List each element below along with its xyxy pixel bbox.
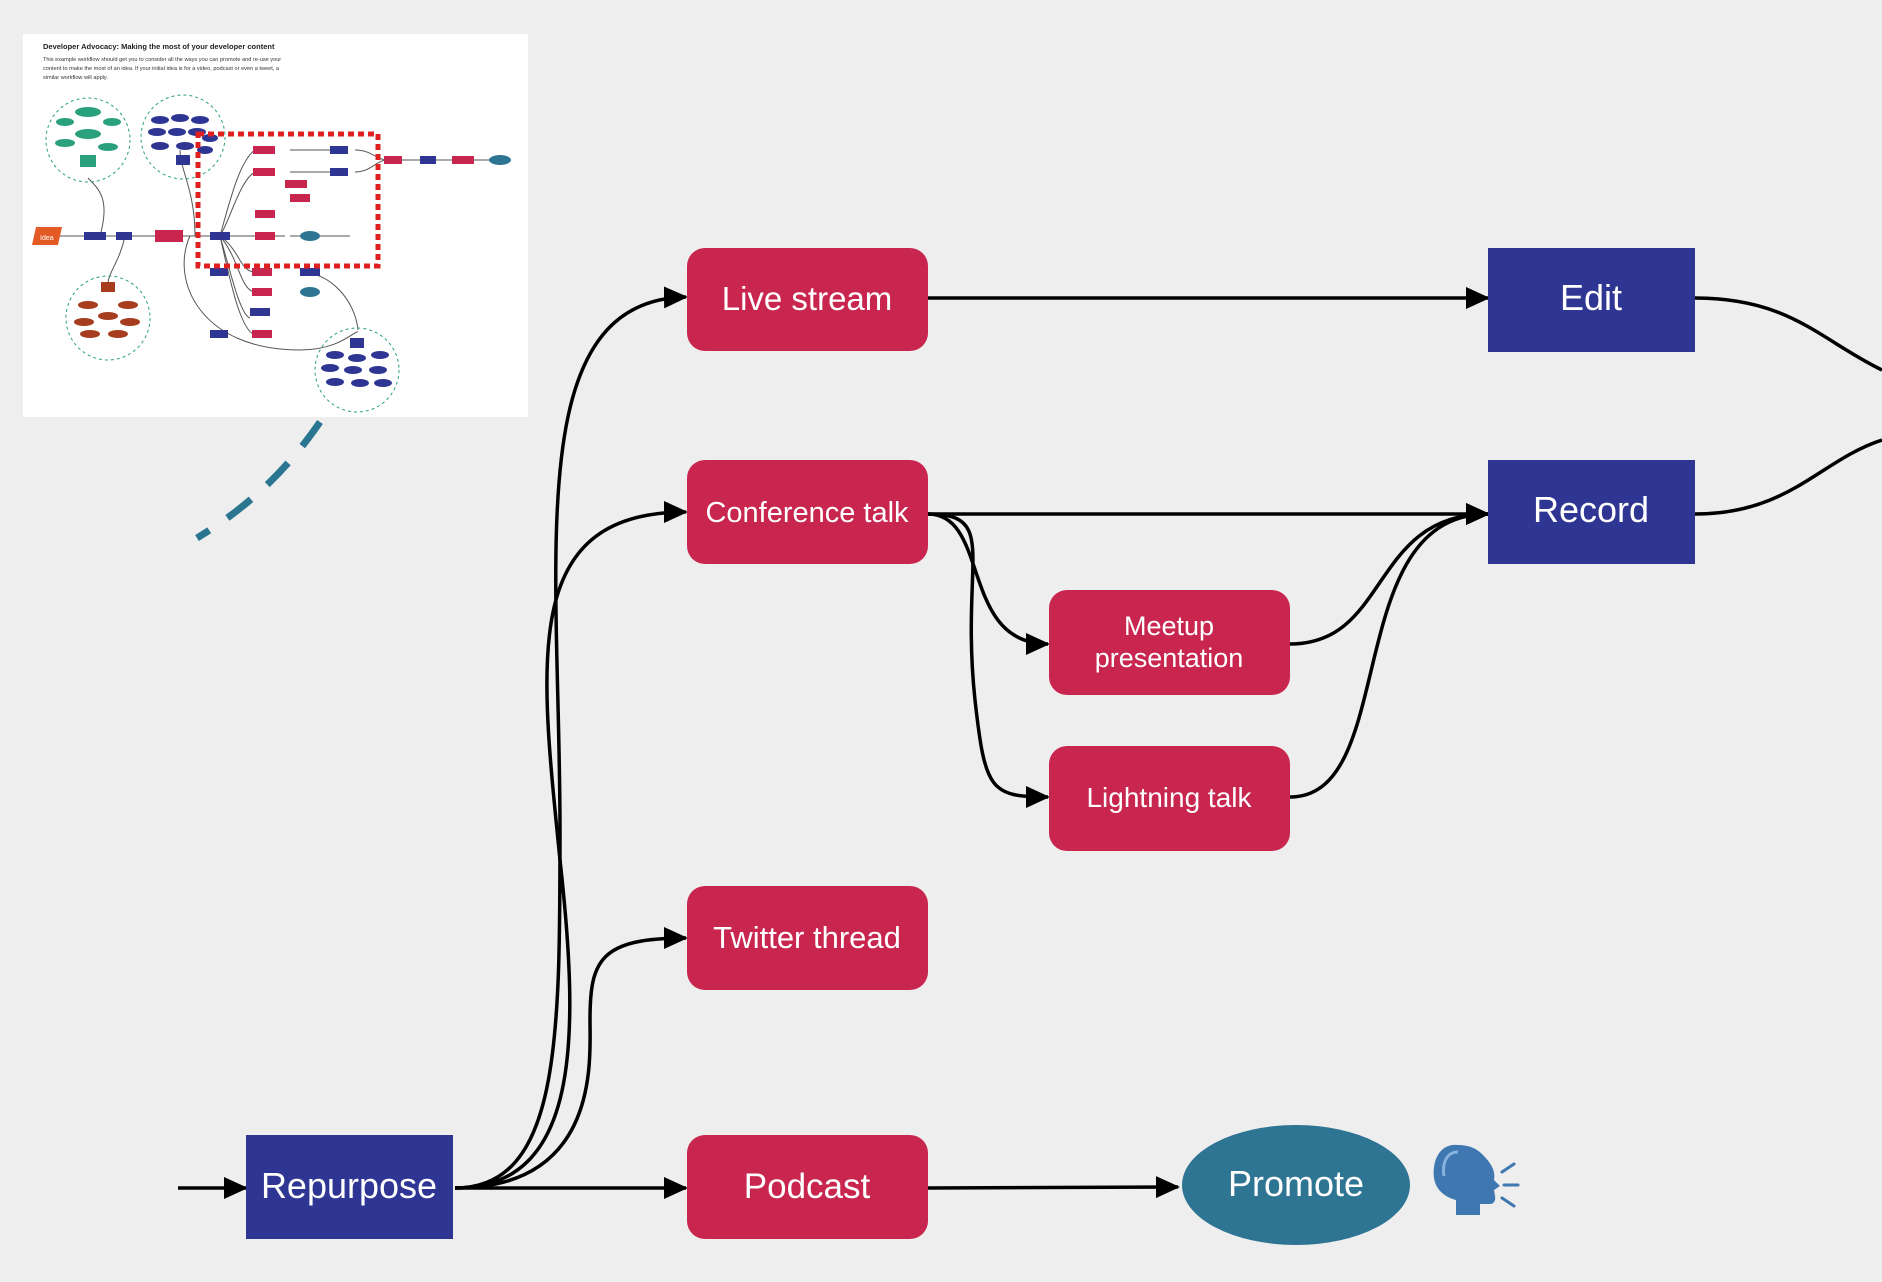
meetup-label-line-2: presentation — [1095, 643, 1244, 673]
promote-node[interactable]: Promote — [1182, 1125, 1410, 1245]
meetup-presentation-node[interactable]: Meetup presentation — [1049, 590, 1290, 695]
conference-talk-label: Conference talk — [705, 497, 909, 529]
zoom-highlight-box — [195, 131, 381, 269]
podcast-label: Podcast — [744, 1167, 871, 1206]
repurpose-label: Repurpose — [261, 1165, 437, 1206]
podcast-node[interactable]: Podcast — [687, 1135, 928, 1239]
meetup-label-line-1: Meetup — [1124, 611, 1214, 641]
conference-talk-node[interactable]: Conference talk — [687, 460, 928, 564]
thumbnail-description-line-3: similar workflow will apply. — [43, 75, 108, 81]
promote-label: Promote — [1228, 1163, 1364, 1204]
edit-label: Edit — [1560, 277, 1622, 318]
thumbnail-title: Developer Advocacy: Making the most of y… — [43, 42, 275, 51]
thumbnail-idea-label: Idea — [40, 235, 54, 242]
lightning-talk-node[interactable]: Lightning talk — [1049, 746, 1290, 851]
overview-thumbnail: Developer Advocacy: Making the most of y… — [23, 34, 528, 417]
record-node[interactable]: Record — [1488, 460, 1695, 564]
live-stream-node[interactable]: Live stream — [687, 248, 928, 351]
edit-node[interactable]: Edit — [1488, 248, 1695, 352]
repurpose-node[interactable]: Repurpose — [246, 1135, 453, 1239]
record-label: Record — [1533, 489, 1649, 530]
twitter-thread-node[interactable]: Twitter thread — [687, 886, 928, 990]
live-stream-label: Live stream — [722, 280, 893, 317]
lightning-talk-label: Lightning talk — [1086, 782, 1252, 813]
connector-lines — [178, 286, 1882, 1199]
thumbnail-description-line-2: content to make the most of an idea. If … — [43, 66, 280, 72]
thumbnail-description-line-1: This example workflow should get you to … — [43, 57, 281, 63]
zoom-indicator-line — [195, 420, 323, 541]
twitter-thread-label: Twitter thread — [713, 920, 901, 955]
speaking-head-icon — [1433, 1144, 1520, 1215]
